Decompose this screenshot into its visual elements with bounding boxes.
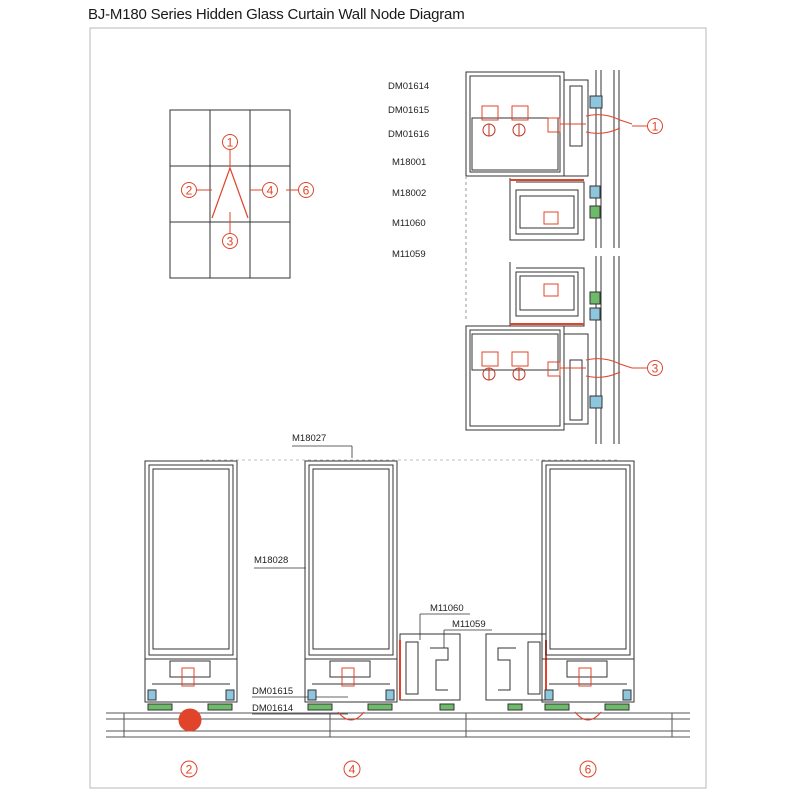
svg-text:1: 1: [227, 136, 234, 150]
vent-profiles: [399, 633, 547, 711]
label-dm01614: DM01614: [388, 81, 429, 92]
key-marker-1: 1: [222, 134, 238, 150]
svg-text:6: 6: [585, 763, 592, 777]
key-marker-6: 6: [298, 182, 314, 198]
label-dm01616: DM01616: [388, 129, 429, 140]
svg-text:3: 3: [652, 362, 659, 376]
label-m18027: M18027: [292, 433, 326, 444]
label-dm01615: DM01615: [252, 686, 293, 697]
label-m18001: M18001: [392, 157, 426, 168]
label-m18028: M18028: [254, 555, 288, 566]
svg-text:2: 2: [186, 184, 193, 198]
label-m11059: M11059: [452, 619, 486, 630]
glazing-base: [106, 712, 690, 738]
key-plan: 1 2 4 6 3: [169, 109, 314, 279]
node-1-section: [465, 70, 633, 250]
label-m11060: M11060: [430, 603, 464, 614]
mullion-node-4: [304, 460, 398, 721]
drawing-border: [89, 27, 707, 789]
key-marker-3: 3: [222, 233, 238, 249]
node-marker-6: 6: [579, 760, 597, 778]
svg-text:4: 4: [267, 184, 274, 198]
node-marker-4: 4: [343, 760, 361, 778]
key-marker-2: 2: [181, 182, 197, 198]
label-dm01614: DM01614: [252, 703, 293, 714]
label-m11059: M11059: [392, 249, 426, 260]
label-m18002: M18002: [392, 188, 426, 199]
svg-text:6: 6: [303, 184, 310, 198]
label-m11060: M11060: [392, 218, 426, 229]
node-marker-3: 3: [632, 360, 663, 376]
key-marker-4: 4: [262, 182, 278, 198]
svg-text:3: 3: [227, 235, 234, 249]
diagram-title: BJ-M180 Series Hidden Glass Curtain Wall…: [88, 6, 465, 23]
lower-profile-labels: M18027 M18028 M11060 M11059 DM01615 DM01…: [200, 433, 620, 715]
svg-text:4: 4: [349, 763, 356, 777]
node-3-section: [465, 250, 633, 444]
mullion-node-6: [541, 460, 635, 721]
svg-text:2: 2: [186, 763, 193, 777]
mullion-node-2: [144, 460, 238, 732]
node-marker-1: 1: [632, 118, 663, 134]
label-dm01615: DM01615: [388, 105, 429, 116]
node-marker-2: 2: [180, 760, 198, 778]
upper-profile-labels: DM01614 DM01615 DM01616 M18001 M18002 M1…: [388, 81, 429, 260]
svg-text:1: 1: [652, 120, 659, 134]
